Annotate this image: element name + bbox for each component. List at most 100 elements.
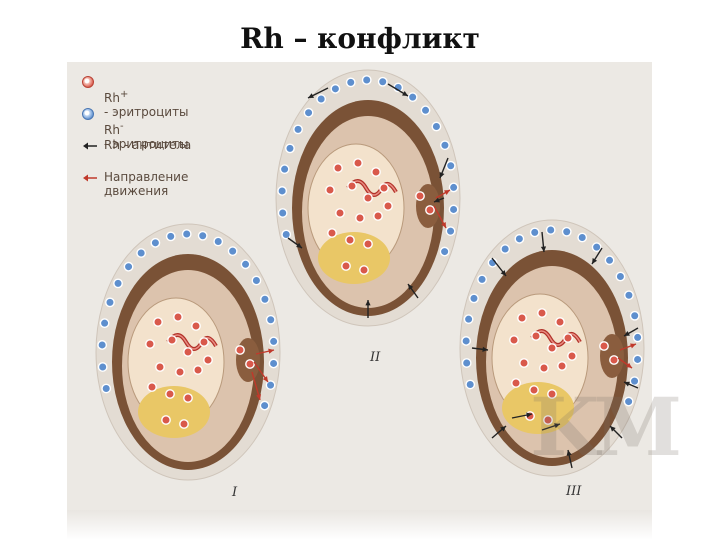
antibody-arrow	[511, 412, 533, 419]
rh-negative-cell	[623, 396, 634, 407]
rh-positive-cell	[153, 317, 163, 327]
rh-negative-cell	[181, 229, 192, 239]
rh-negative-cell	[420, 105, 431, 116]
rh-positive-cell	[373, 211, 383, 221]
rh-negative-cell	[377, 76, 388, 87]
rh-negative-cell	[251, 275, 262, 286]
rh-positive-cell	[347, 181, 357, 191]
rh-positive-cell	[345, 235, 355, 245]
rh-negative-cell	[97, 340, 108, 350]
rh-negative-cell	[277, 186, 288, 196]
rh-negative-cell	[213, 236, 224, 247]
antibody-arrow	[541, 423, 561, 431]
rh-negative-cell	[165, 231, 176, 242]
antibody-arrow	[623, 381, 639, 389]
antibody-arrow	[307, 87, 329, 99]
rh-negative-cell	[545, 225, 556, 235]
direction-arrow	[433, 205, 447, 229]
rh-negative-cell	[615, 271, 626, 282]
rh-negative-cell	[629, 376, 640, 386]
umbilical-cord-highlight	[167, 334, 217, 350]
rh-positive-cell	[147, 382, 157, 392]
rh-negative-cell	[265, 380, 276, 390]
rh-positive-cell	[191, 321, 201, 331]
rh-negative-cell	[293, 124, 303, 135]
legend-item-rh-positive: Rh+ - эритроциты	[82, 72, 232, 119]
rh-positive-cell	[327, 228, 337, 238]
rh-negative-cell	[101, 383, 112, 394]
rh-negative-cell	[445, 160, 456, 171]
rh-positive-cell	[599, 341, 609, 351]
rh-positive-cell	[555, 317, 565, 327]
rh-negative-cell	[330, 83, 341, 94]
rh-positive-cell	[415, 191, 425, 201]
rh-negative-cell	[268, 336, 279, 347]
direction-arrow	[435, 189, 451, 199]
antibody-arrow	[365, 300, 371, 318]
rh-positive-cell	[363, 193, 373, 203]
rh-positive-cell	[193, 365, 203, 375]
rh-positive-cell	[609, 355, 619, 365]
legend-rh-prefix: Rh	[104, 123, 120, 137]
legend-item-direction: Направление движения	[82, 168, 232, 208]
antibody-arrow	[439, 157, 449, 179]
watermark-logo: KM	[530, 380, 682, 474]
antibody-arrow	[433, 197, 445, 203]
rh-positive-cell	[563, 333, 573, 343]
rh-positive-cell	[539, 363, 549, 373]
rh-negative-cell	[624, 290, 634, 301]
rh-negative-cell	[99, 318, 110, 329]
rh-negative-cell	[227, 246, 238, 257]
rh-positive-cell	[179, 419, 189, 429]
rh-negative-cell	[105, 297, 115, 308]
rh-positive-cell	[519, 358, 529, 368]
rh-negative-cell	[629, 310, 640, 321]
umbilical-cord-highlight	[531, 330, 581, 346]
rh-negative-cell	[277, 208, 288, 218]
rh-positive-cell	[167, 335, 177, 345]
direction-arrow	[253, 361, 269, 383]
page-title: Rh – конфликт	[240, 22, 480, 55]
antibody-arrow	[591, 247, 603, 265]
rh-positive-cell	[511, 378, 521, 388]
rh-negative-cell	[591, 242, 602, 253]
antibody-arrow	[407, 283, 419, 299]
rh-negative-cell	[407, 92, 418, 103]
rh-negative-cell	[113, 278, 123, 289]
rh-positive-cell	[517, 313, 527, 323]
rh-negative-cell	[279, 164, 290, 175]
rh-negative-cell	[260, 294, 270, 305]
legend: Rh+ - эритроциты Rh- - эритроциты Rh - а…	[82, 72, 232, 208]
rh-negative-cell	[265, 314, 276, 325]
umbilical-cord-highlight	[347, 180, 397, 196]
rh-positive-cell	[325, 185, 335, 195]
black-arrow-icon	[82, 140, 98, 152]
rh-positive-cell	[165, 389, 175, 399]
direction-arrow	[255, 348, 275, 355]
rh-positive-cell	[245, 359, 255, 369]
rh-negative-cell	[361, 75, 372, 85]
panel-label-iii: III	[566, 484, 582, 499]
panel-label-ii: II	[370, 350, 381, 365]
rh-negative-cell	[577, 232, 588, 243]
rh-positive-cell	[557, 361, 567, 371]
rh-negative-cell	[316, 94, 327, 104]
antibody-arrow	[387, 83, 409, 97]
antibody-arrow	[566, 449, 573, 469]
antibody-arrow	[623, 327, 639, 337]
rh-negative-cell	[136, 248, 147, 258]
rh-positive-cell	[173, 312, 183, 322]
rh-positive-cell	[379, 183, 389, 193]
rh-positive-cell	[353, 158, 363, 168]
rh-negative-cell	[463, 314, 474, 325]
rh-positive-cell	[199, 337, 209, 347]
rh-positive-cell	[509, 335, 519, 345]
antibody-arrow	[491, 257, 507, 277]
blue-cell-icon	[82, 108, 98, 120]
rh-positive-cell	[183, 347, 193, 357]
legend-item-rh-negative: Rh- - эритроциты	[82, 104, 232, 151]
rh-negative-cell	[461, 358, 472, 368]
legend-rh-text: - эритроциты	[104, 137, 189, 151]
rh-negative-cell	[439, 246, 450, 257]
rh-positive-cell	[155, 362, 165, 372]
